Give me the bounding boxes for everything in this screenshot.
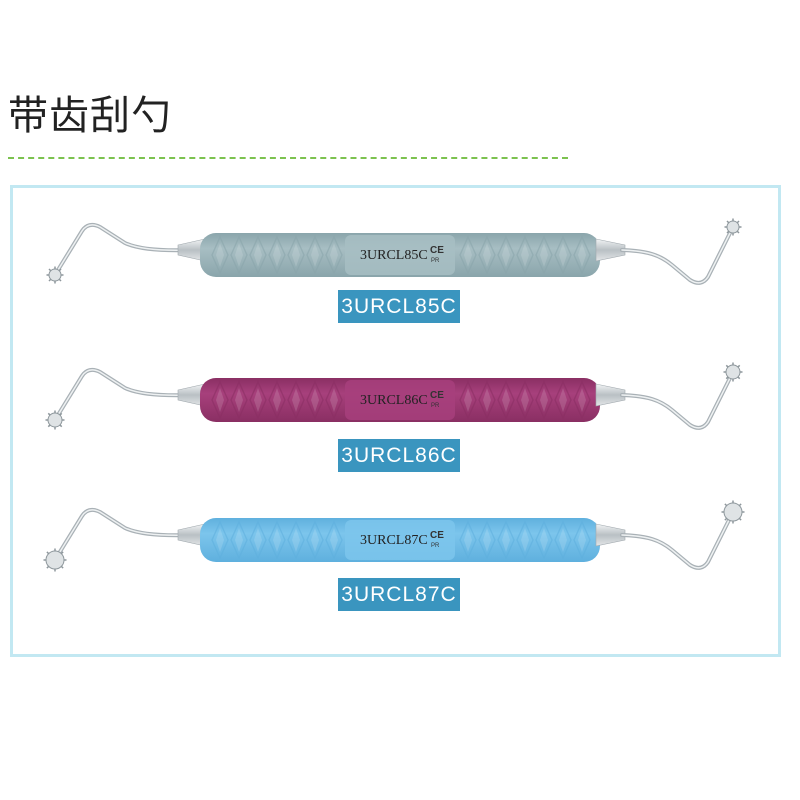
right-serrated-tip bbox=[723, 362, 743, 382]
handle-grip-pattern bbox=[211, 235, 591, 275]
ce-mark: CE bbox=[430, 530, 444, 541]
left-shank bbox=[56, 367, 194, 417]
handle-engraving: 3URCL85C bbox=[360, 248, 428, 263]
right-shank bbox=[620, 231, 732, 285]
right-serrated-tip bbox=[721, 500, 745, 524]
ce-mark-sub: PR bbox=[431, 543, 440, 549]
ce-mark: CE bbox=[430, 390, 444, 401]
handle-grip-pattern bbox=[211, 520, 591, 560]
right-serrated-tip bbox=[724, 218, 742, 236]
ce-mark-sub: PR bbox=[431, 403, 440, 409]
left-shank bbox=[56, 507, 194, 557]
right-shank bbox=[620, 376, 732, 430]
left-serrated-tip bbox=[46, 266, 64, 284]
title-divider bbox=[8, 157, 568, 159]
right-shank bbox=[620, 516, 732, 570]
ce-mark: CE bbox=[430, 245, 444, 256]
product-code-label: 3URCL86C bbox=[338, 439, 460, 472]
product-code-label: 3URCL87C bbox=[338, 578, 460, 611]
ce-mark-sub: PR bbox=[431, 258, 440, 264]
left-serrated-tip bbox=[43, 548, 67, 572]
handle-engraving: 3URCL87C bbox=[360, 533, 428, 548]
handle-engraving: 3URCL86C bbox=[360, 393, 428, 408]
product-code-label: 3URCL85C bbox=[338, 290, 460, 323]
left-shank bbox=[56, 222, 194, 272]
page-title: 带齿刮勺 bbox=[8, 93, 172, 139]
handle-grip-pattern bbox=[211, 380, 591, 420]
left-serrated-tip bbox=[45, 410, 65, 430]
